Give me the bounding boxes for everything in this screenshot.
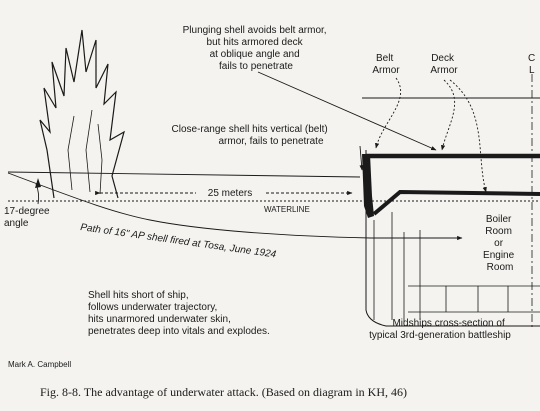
short-hit-note-line: penetrates deep into vitals and explodes… xyxy=(88,326,270,337)
centerline-label-line: C xyxy=(528,53,535,64)
belt-armor-plate xyxy=(362,154,374,218)
short-hit-note-line: Shell hits short of ship, xyxy=(88,290,189,301)
trajectory-close-range xyxy=(7,171,361,178)
cross-section-label-line: Midships cross-section of xyxy=(392,318,504,329)
boiler-room-label: Boiler Room or Engine Room xyxy=(483,214,517,273)
cross-section-label-line: typical 3rd-generation battleship xyxy=(369,330,511,341)
angle-label: 17-degree angle xyxy=(4,206,52,229)
splash-inner-lines xyxy=(67,109,103,195)
belt-armor-label-line: Belt xyxy=(376,53,393,64)
deck-armor-label-line: Armor xyxy=(430,65,458,76)
close-range-leader xyxy=(359,145,364,171)
trajectory-underwater xyxy=(7,172,463,241)
cross-section-label: Midships cross-section of typical 3rd-ge… xyxy=(369,318,511,341)
deck-armor-label: Deck Armor xyxy=(430,53,458,76)
short-hit-note: Shell hits short of ship, follows underw… xyxy=(88,290,270,337)
boiler-room-label-line: Engine xyxy=(483,250,515,261)
trajectory-plunging xyxy=(257,71,437,151)
boiler-room-label-line: Boiler xyxy=(486,214,512,225)
figure-caption: Fig. 8-8. The advantage of underwater at… xyxy=(40,385,407,399)
close-range-note-line: armor, fails to penetrate xyxy=(218,136,323,147)
distance-label: 25 meters xyxy=(208,188,252,199)
boiler-room-label-line: Room xyxy=(487,262,514,273)
deck-armor-label-line: Deck xyxy=(431,53,455,64)
water-splash xyxy=(39,29,125,199)
deck-armor-pointer-2 xyxy=(449,79,487,193)
short-hit-note-line: hits unarmored underwater skin, xyxy=(88,314,231,325)
angle-label-line: angle xyxy=(4,218,29,229)
belt-armor-label-line: Armor xyxy=(372,65,400,76)
boiler-room-label-line: or xyxy=(494,238,504,249)
plunging-note-line: fails to penetrate xyxy=(219,61,293,72)
angle-label-line: 17-degree xyxy=(4,206,50,217)
boiler-room-label-line: Room xyxy=(485,226,512,237)
close-range-note-line: Close-range shell hits vertical (belt) xyxy=(172,124,328,135)
plunging-note-line: but hits armored deck xyxy=(207,37,304,48)
belt-armor-label: Belt Armor xyxy=(372,53,400,76)
angle-arrowhead xyxy=(35,178,41,188)
waterline-label: WATERLINE xyxy=(264,205,310,214)
author-credit: Mark A. Campbell xyxy=(8,360,71,369)
close-range-note: Close-range shell hits vertical (belt) a… xyxy=(172,124,331,147)
centerline-label: C L xyxy=(528,53,538,76)
centerline-label-line: L xyxy=(529,65,535,76)
plunging-note-line: Plunging shell avoids belt armor, xyxy=(183,25,327,36)
plunging-note: Plunging shell avoids belt armor, but hi… xyxy=(183,25,330,72)
plunging-note-line: at oblique angle and xyxy=(210,49,300,60)
hull-cross-section xyxy=(362,97,540,327)
path-label: Path of 16" AP shell fired at Tosa, June… xyxy=(80,222,278,260)
belt-armor-pointer xyxy=(374,77,402,149)
deck-armor-pointer-1 xyxy=(440,79,455,151)
short-hit-note-line: follows underwater trajectory, xyxy=(88,302,217,313)
